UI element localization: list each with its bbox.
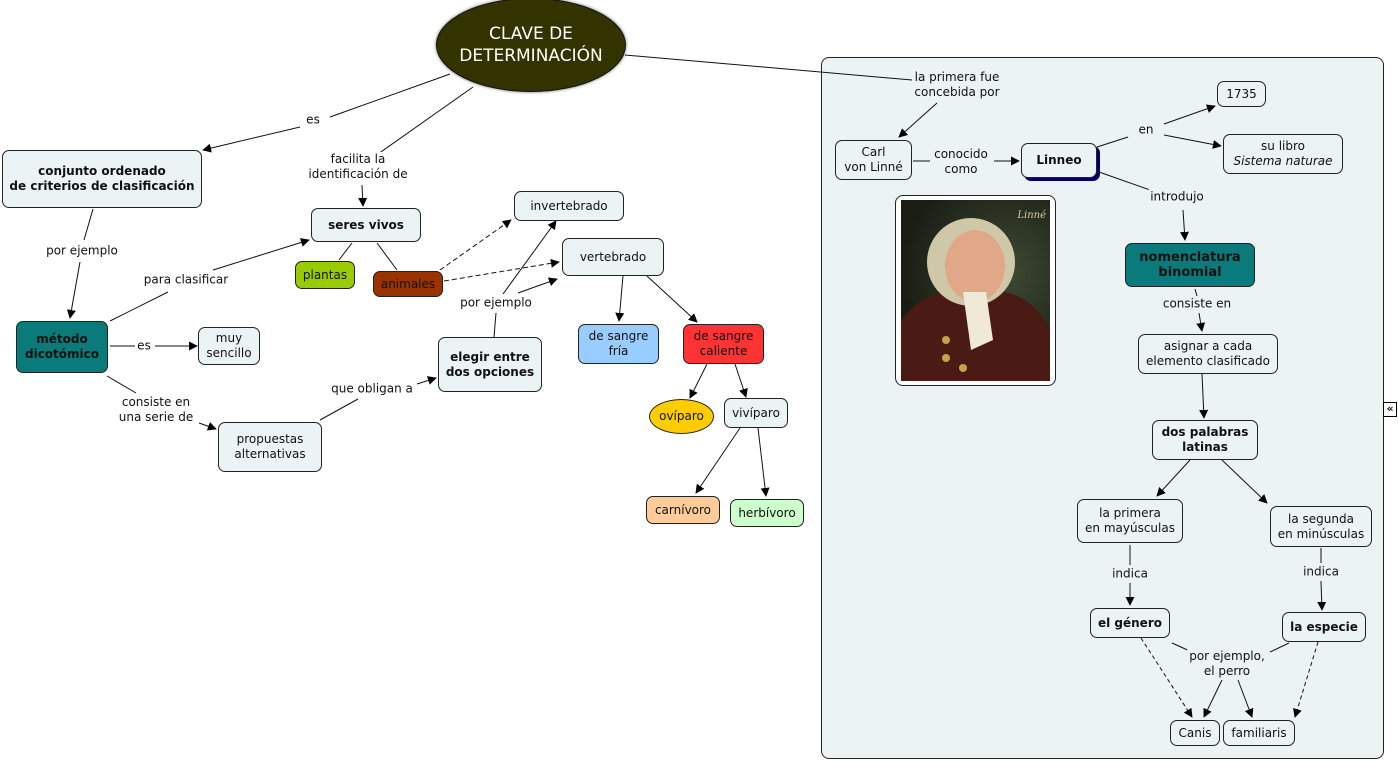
- edge-caliente-viviparo: [734, 363, 748, 398]
- edge-caliente-oviparo: [689, 363, 708, 399]
- edge-seres-animales: [376, 242, 398, 271]
- edge-viviparo-carnivoro: [695, 427, 741, 494]
- edge-nomenclatura-consiste: [1194, 288, 1198, 297]
- portrait-illustration: Linné: [901, 210, 1050, 381]
- node-elegir-entre-dos-opciones[interactable]: elegir entre dos opciones: [438, 337, 542, 392]
- edge-porejemplo-canis: [1203, 679, 1223, 718]
- edge-vertebrado-caliente: [646, 275, 698, 323]
- edge-porejemplo-vertebrado: [517, 277, 558, 294]
- link-label-para-clasificar: para clasificar: [141, 272, 231, 288]
- edge-porejemplo-invertebrado: [502, 220, 557, 295]
- edge-dos-primera: [1156, 459, 1191, 497]
- link-label-indica: indica: [1301, 564, 1341, 580]
- edge-consiste-propuestas: [198, 422, 217, 431]
- edge-linneo-introdujo: [1098, 171, 1151, 191]
- node-plantas[interactable]: plantas: [295, 261, 355, 289]
- edge-consiste-asignar: [1196, 312, 1206, 332]
- edge-vertebrado-fria: [615, 275, 625, 322]
- libro-title: Sistema naturae: [1233, 154, 1333, 168]
- link-label-conocido-como: conocido como: [932, 147, 990, 177]
- edge-linneo-en: [1096, 136, 1129, 148]
- node-conjunto-ordenado[interactable]: conjunto ordenado de criterios de clasif…: [2, 150, 202, 208]
- node-invertebrado[interactable]: invertebrado: [514, 191, 624, 221]
- node-oviparo[interactable]: ovíparo: [649, 399, 714, 434]
- edge-porejemplo-metodo: [66, 261, 81, 319]
- edge-conjunto-porejemplo: [83, 208, 94, 241]
- libro-label: su libro: [1261, 139, 1305, 153]
- edge-asignar-dos: [1199, 373, 1209, 419]
- edge-propuestas-obligan: [319, 398, 359, 421]
- link-label-la-primera-fue: la primera fue concebida por: [912, 70, 1002, 100]
- link-label-que-obligan: que obligan a: [329, 381, 415, 397]
- link-label-por-ejemplo-el-perro: por ejemplo, el perro: [1187, 649, 1267, 679]
- edge-porejemplo-familiaris: [1237, 679, 1254, 718]
- node-dos-palabras-latinas[interactable]: dos palabras latinas: [1152, 420, 1258, 460]
- edge-animales-vertebrado: [443, 258, 560, 282]
- node-canis[interactable]: Canis: [1170, 720, 1220, 746]
- portrait-image: Linné: [901, 200, 1050, 381]
- edge-dos-segunda: [1221, 459, 1268, 504]
- node-familiaris[interactable]: familiaris: [1223, 720, 1295, 746]
- link-label-consiste-en: consiste en: [1160, 296, 1234, 312]
- edge-facilita-seres: [358, 184, 368, 207]
- root-concept-clave-determinacion[interactable]: CLAVE DE DETERMINACIÓN: [436, 0, 626, 92]
- link-label-facilita: facilita la identificación de: [306, 152, 410, 182]
- node-de-sangre-caliente[interactable]: de sangre caliente: [683, 324, 764, 364]
- node-nomenclatura-binomial[interactable]: nomenclatura binomial: [1125, 243, 1255, 287]
- link-label-introdujo: introdujo: [1148, 189, 1206, 205]
- edge-root-facilita: [377, 86, 474, 155]
- node-animales[interactable]: animales: [373, 271, 443, 297]
- edge-viviparo-herbivoro: [757, 427, 770, 497]
- node-linneo[interactable]: Linneo: [1021, 143, 1097, 178]
- node-la-especie[interactable]: la especie: [1282, 612, 1366, 642]
- collapse-panel-button[interactable]: «: [1383, 402, 1397, 417]
- linneo-subpanel: [821, 57, 1384, 759]
- edge-en-libro: [1163, 134, 1222, 149]
- edge-especie-porejemplo: [1269, 642, 1290, 653]
- node-propuestas-alternativas[interactable]: propuestas alternativas: [218, 422, 322, 472]
- edge-metodo-consiste: [106, 375, 137, 394]
- link-label-por-ejemplo: por ejemplo: [458, 295, 534, 311]
- edge-es-conjunto: [202, 126, 301, 153]
- edge-en-1735: [1163, 104, 1216, 125]
- node-asignar-a-cada-elemento[interactable]: asignar a cada elemento clasificado: [1138, 334, 1278, 374]
- edge-elegir-porejemplo: [493, 312, 497, 338]
- node-viviparo[interactable]: vivíparo: [724, 398, 788, 428]
- edge-para-seres: [212, 238, 310, 271]
- portrait-signature: Linné: [1016, 210, 1046, 221]
- edge-obligan-elegir: [416, 376, 437, 385]
- linne-portrait[interactable]: Linné: [895, 195, 1056, 386]
- edge-primerafue-carl: [898, 102, 938, 138]
- edge-root-es: [329, 73, 451, 118]
- node-1735[interactable]: 1735: [1217, 81, 1266, 107]
- node-muy-sencillo[interactable]: muy sencillo: [198, 327, 260, 365]
- link-label-consiste-en: consiste en una serie de: [116, 395, 196, 425]
- edge-genero-canis: [1140, 637, 1193, 718]
- edge-metodo-para: [109, 291, 169, 322]
- node-la-primera-en-mayusculas[interactable]: la primera en mayúsculas: [1077, 499, 1183, 543]
- edge-seres-plantas: [338, 242, 353, 261]
- node-metodo-dicotomico[interactable]: método dicotómico: [16, 321, 108, 373]
- link-label-es: es: [135, 338, 153, 354]
- link-label-por-ejemplo: por ejemplo: [44, 243, 120, 259]
- edge-indica-especie: [1317, 580, 1327, 611]
- link-label-es: es: [304, 112, 322, 128]
- edge-animales-invertebrado: [439, 219, 512, 271]
- node-carnivoro[interactable]: carnívoro: [646, 496, 720, 524]
- node-la-segunda-en-minusculas[interactable]: la segunda en minúsculas: [1270, 506, 1372, 547]
- edge-root-primerafue: [624, 54, 913, 81]
- node-de-sangre-fria[interactable]: de sangre fría: [578, 324, 659, 364]
- link-label-indica: indica: [1110, 566, 1150, 582]
- node-vertebrado[interactable]: vertebrado: [562, 238, 664, 276]
- double-chevron-left-icon: «: [1386, 402, 1394, 415]
- node-el-genero[interactable]: el género: [1090, 608, 1170, 638]
- node-herbivoro[interactable]: herbívoro: [730, 499, 804, 527]
- node-carl-von-linne[interactable]: Carl von Linné: [835, 140, 912, 180]
- node-su-libro[interactable]: su libro Sistema naturae: [1223, 134, 1343, 174]
- edge-introdujo-nomenclatura: [1179, 209, 1189, 241]
- link-label-en: en: [1136, 122, 1156, 138]
- node-seres-vivos[interactable]: seres vivos: [311, 208, 421, 242]
- edge-especie-familiaris: [1293, 641, 1319, 718]
